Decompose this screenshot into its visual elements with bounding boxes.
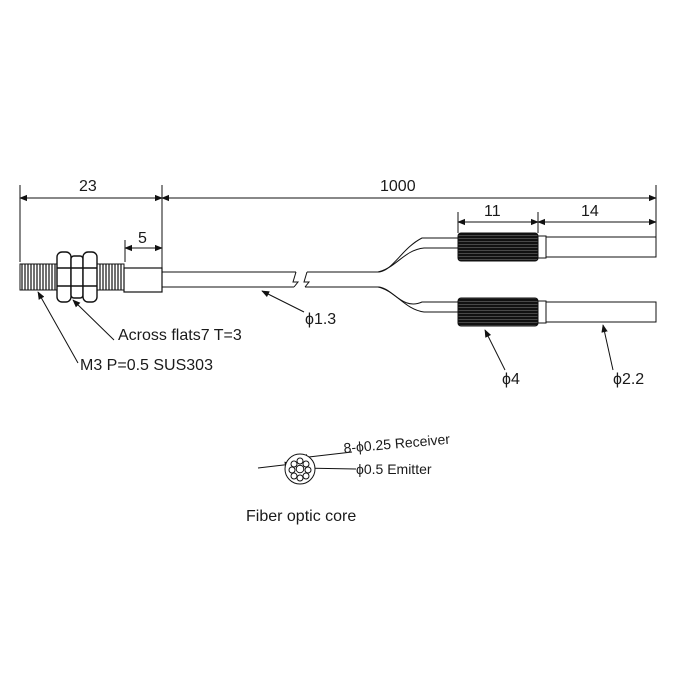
end-diameter-label: ϕ2.2 <box>613 371 644 388</box>
sleeve-diameter-label: ϕ4 <box>502 371 520 388</box>
thread-pattern <box>21 264 122 290</box>
leader-lines <box>37 290 614 472</box>
lower-fiber-end <box>545 301 657 323</box>
lower-sleeve <box>457 297 539 327</box>
lower-branch <box>457 297 657 327</box>
thread-spec-label: M3 P=0.5 SUS303 <box>80 357 213 374</box>
dim-end-length: 14 <box>581 203 599 220</box>
dim-total-length: 1000 <box>380 178 416 195</box>
core-caption: Fiber optic core <box>246 508 356 525</box>
threaded-head <box>19 251 163 303</box>
dim-thread-length: 23 <box>79 178 97 195</box>
probe-tip <box>123 267 163 293</box>
upper-sleeve <box>457 232 539 262</box>
fiber-cable <box>162 237 458 313</box>
upper-fiber-end <box>545 236 657 258</box>
upper-branch <box>457 232 657 262</box>
dim-sleeve-length: 11 <box>484 203 501 220</box>
across-flats-label: Across flats7 T=3 <box>118 327 242 344</box>
dim-tip-length: 5 <box>138 230 147 247</box>
dimension-lines <box>19 185 657 268</box>
hex-nut <box>56 251 98 303</box>
emitter-label: ϕ0.5 Emitter <box>356 461 432 477</box>
fiber-diameter-label: ϕ1.3 <box>305 311 336 328</box>
fiber-core-detail <box>284 453 316 485</box>
receiver-label: 8-ϕ0.25 Receiver <box>343 431 451 456</box>
